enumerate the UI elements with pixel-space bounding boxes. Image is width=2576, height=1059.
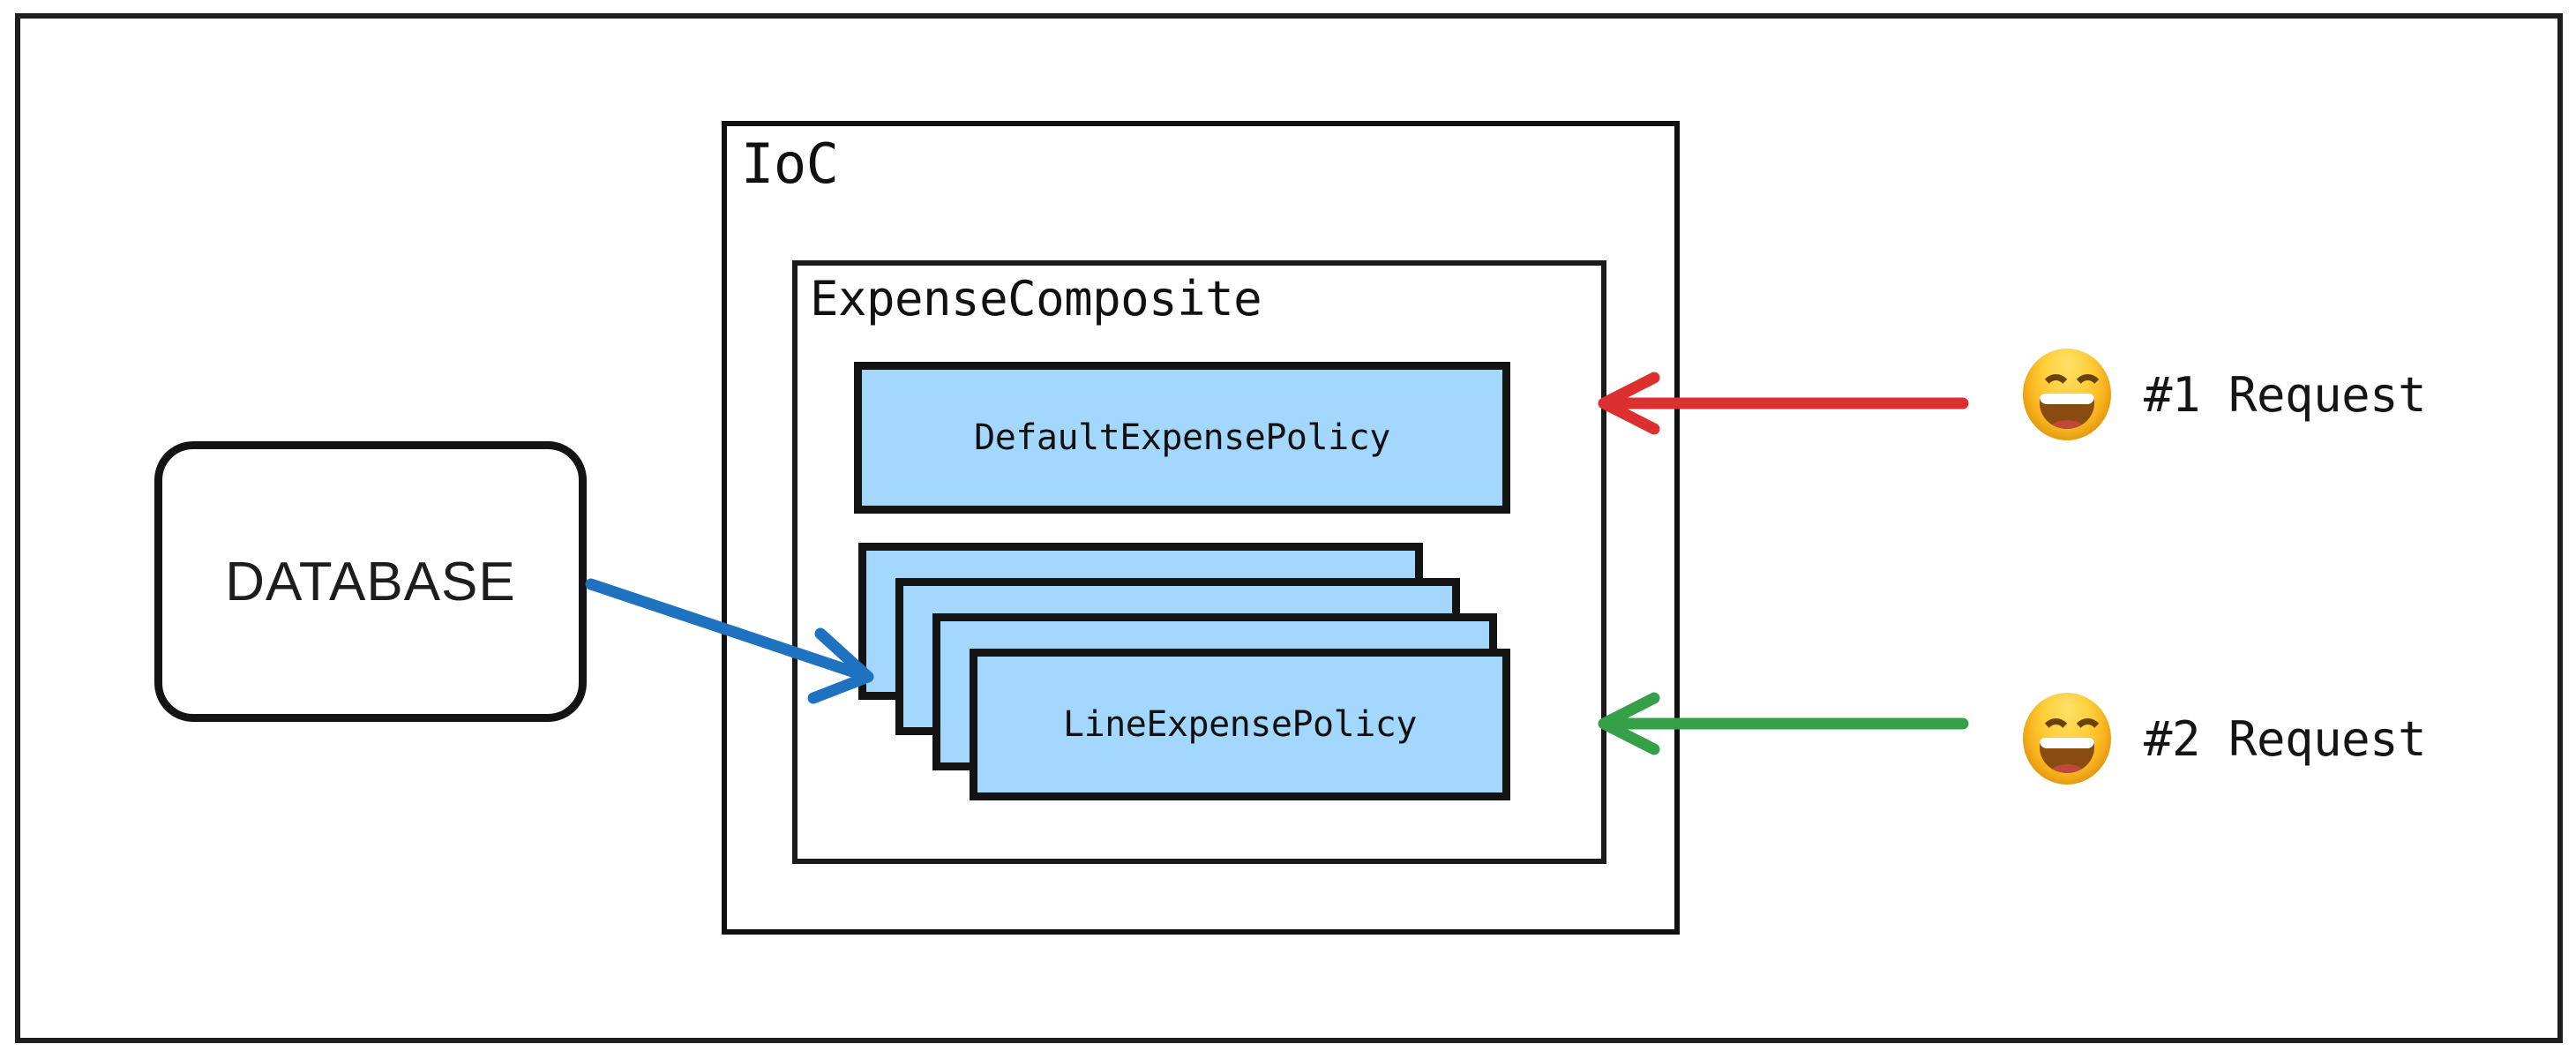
database-label: DATABASE [225,551,516,612]
default-expense-policy-label: DefaultExpensePolicy [974,417,1390,458]
expense-composite-container[interactable]: ExpenseComposite [792,260,1606,864]
database-node[interactable]: DATABASE [154,441,587,722]
request-1-label: #1 Request [2144,366,2427,423]
expense-composite-title: ExpenseComposite [810,271,1262,327]
line-expense-policy-card-front[interactable]: LineExpensePolicy [970,649,1510,800]
grinning-face-with-smiling-eyes-icon [2018,346,2115,443]
request-2-label: #2 Request [2144,710,2427,767]
ioc-title: IoC [741,131,839,196]
default-expense-policy-card[interactable]: DefaultExpensePolicy [854,362,1510,514]
ioc-container[interactable]: IoC [722,121,1680,935]
request-1-row[interactable]: #1 Request [2018,346,2427,443]
line-expense-policy-label: LineExpensePolicy [1063,704,1417,745]
grinning-face-with-smiling-eyes-icon [2018,690,2115,787]
request-2-row[interactable]: #2 Request [2018,690,2427,787]
